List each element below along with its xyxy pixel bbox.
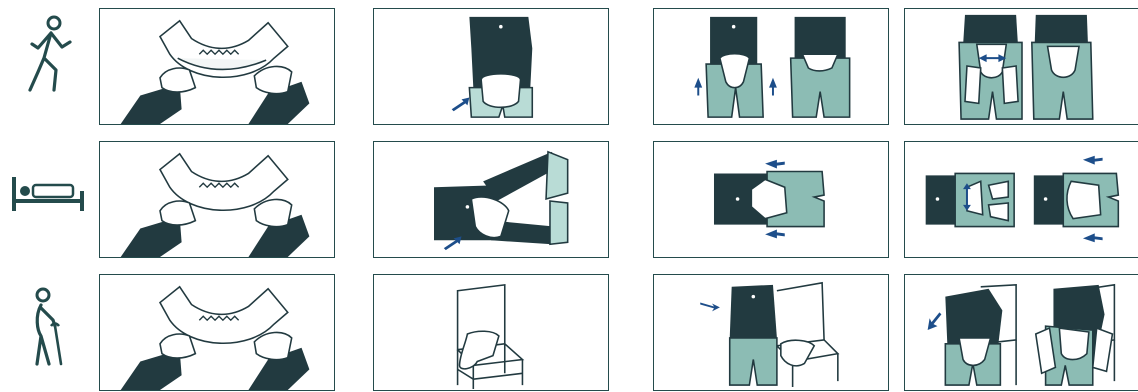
person-with-cane-icon [8, 284, 88, 372]
step-3-stand-from-chair [653, 274, 889, 391]
step-1-unfold-pad-seated [99, 274, 335, 391]
step-1-unfold-pad-standing [99, 8, 335, 125]
step-4-adjust-standing [904, 8, 1138, 125]
step-1-unfold-pad-lying [99, 141, 335, 258]
step-3-pull-up-standing [653, 8, 889, 125]
step-4-sit-on-chair [904, 274, 1138, 391]
person-walking-icon [8, 12, 88, 100]
person-in-bed-icon [8, 150, 88, 238]
step-2-place-pad-standing [373, 8, 609, 125]
step-3-wrap-lying [653, 141, 889, 258]
step-2-place-pad-lying [373, 141, 609, 258]
step-4-secure-lying [904, 141, 1138, 258]
step-2-place-pad-on-chair [373, 274, 609, 391]
